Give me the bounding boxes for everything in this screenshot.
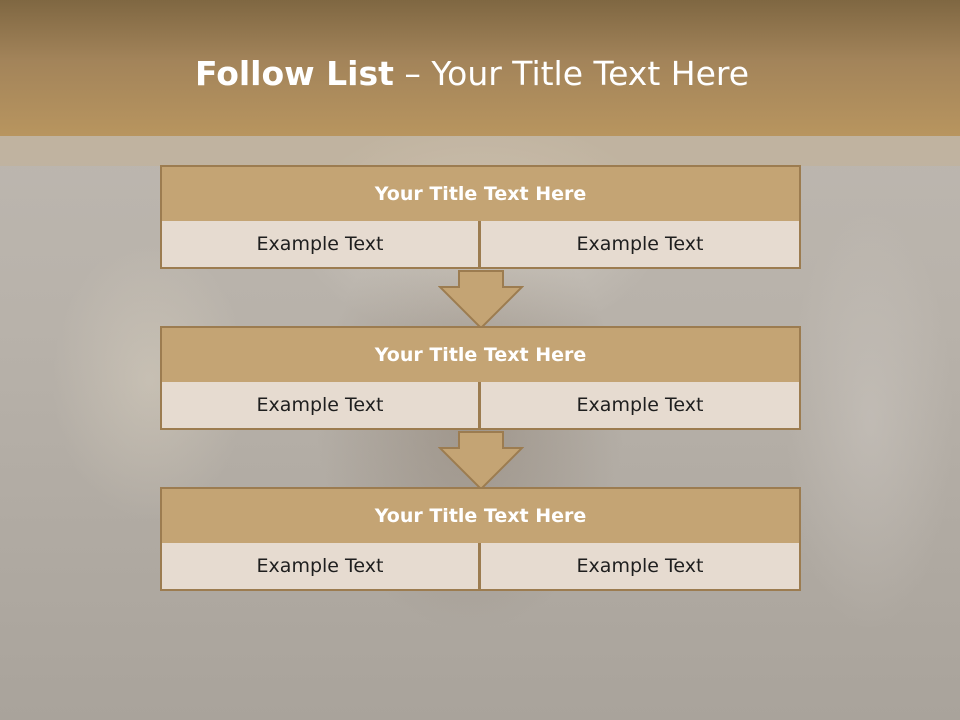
slide-title: Follow List – Your Title Text Here [0,54,944,93]
block-cell-right: Example Text [479,382,801,430]
block-title: Your Title Text Here [160,487,801,545]
block-cell-right: Example Text [479,221,801,269]
block-cell-left: Example Text [160,543,480,591]
block-cell-left: Example Text [160,382,480,430]
block-title: Your Title Text Here [160,165,801,223]
down-arrow-icon [438,431,524,491]
block-cell-right: Example Text [479,543,801,591]
list-block-1: Your Title Text Here Example Text Exampl… [160,165,801,270]
block-title: Your Title Text Here [160,326,801,384]
down-arrow-icon [438,270,524,330]
list-block-2: Your Title Text Here Example Text Exampl… [160,326,801,431]
slide-title-rest: – Your Title Text Here [393,54,750,93]
list-block-3: Your Title Text Here Example Text Exampl… [160,487,801,592]
block-cell-left: Example Text [160,221,480,269]
header-bar [0,0,960,136]
slide-title-bold: Follow List [194,54,394,93]
header-strip [0,136,960,166]
